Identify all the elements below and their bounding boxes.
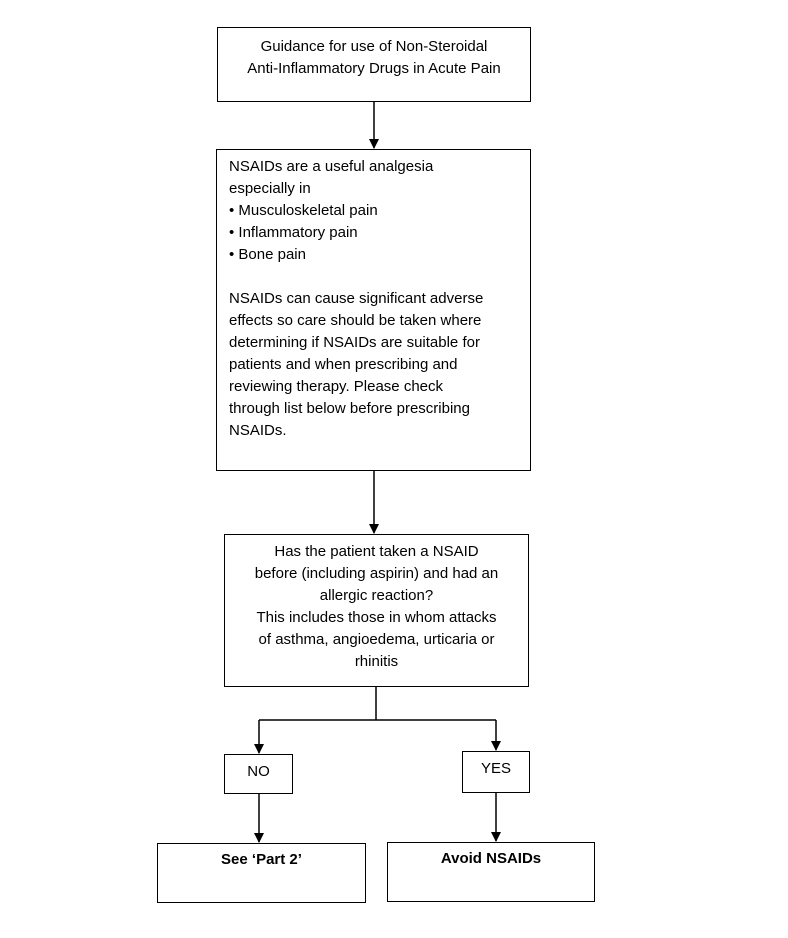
warning-line: reviewing therapy. Please check bbox=[229, 378, 443, 395]
title-box: Guidance for use of Non-Steroidal Anti-I… bbox=[217, 27, 531, 102]
question-line: of asthma, angioedema, urticaria or bbox=[258, 631, 495, 648]
info-intro-line: especially in bbox=[229, 180, 311, 197]
bullet-item: • Musculoskeletal pain bbox=[229, 202, 378, 219]
warning-line: determining if NSAIDs are suitable for bbox=[229, 334, 480, 351]
warning-line: patients and when prescribing and bbox=[229, 356, 458, 373]
yes-label: YES bbox=[480, 760, 511, 777]
yes-decision-box: YES bbox=[462, 751, 530, 793]
bullet-item: • Inflammatory pain bbox=[229, 224, 358, 241]
question-box: Has the patient taken a NSAID before (in… bbox=[224, 534, 529, 687]
question-line: before (including aspirin) and had an bbox=[254, 565, 499, 582]
warning-line: NSAIDs can cause significant adverse bbox=[229, 290, 484, 307]
no-outcome-box: See ‘Part 2’ bbox=[157, 843, 366, 903]
question-line: allergic reaction? bbox=[319, 587, 434, 604]
no-decision-box: NO bbox=[224, 754, 293, 794]
bullet-item: • Bone pain bbox=[229, 246, 306, 263]
yes-outcome-box: Avoid NSAIDs bbox=[387, 842, 595, 902]
question-line: This includes those in whom attacks bbox=[256, 609, 497, 626]
no-outcome-text: See ‘Part 2’ bbox=[221, 851, 302, 868]
title-line: Guidance for use of Non-Steroidal bbox=[260, 38, 488, 55]
warning-line: effects so care should be taken where bbox=[229, 312, 482, 329]
no-label: NO bbox=[247, 763, 270, 780]
question-line: Has the patient taken a NSAID bbox=[274, 543, 479, 560]
yes-outcome-text: Avoid NSAIDs bbox=[440, 850, 542, 867]
info-intro-line: NSAIDs are a useful analgesia bbox=[229, 158, 434, 175]
paragraph-spacer bbox=[229, 266, 520, 288]
info-box: NSAIDs are a useful analgesia especially… bbox=[216, 149, 531, 471]
title-line: Anti-Inflammatory Drugs in Acute Pain bbox=[247, 60, 501, 77]
question-line: rhinitis bbox=[354, 653, 399, 670]
warning-line: NSAIDs. bbox=[229, 422, 287, 439]
warning-line: through list below before prescribing bbox=[229, 400, 470, 417]
